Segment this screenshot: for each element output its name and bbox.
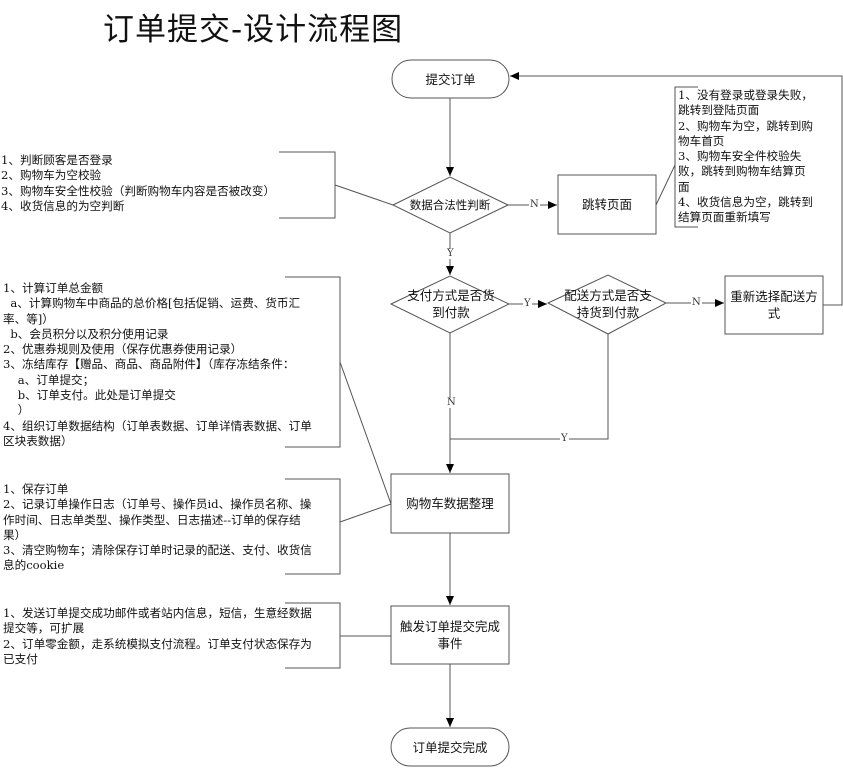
note-bracket-redirect xyxy=(674,86,698,228)
edge-ship-cart xyxy=(450,334,609,440)
node-start: 提交订单 xyxy=(425,71,476,87)
node-pay-cod: 支付方式是否货到付款 xyxy=(407,288,495,320)
edge-label-ship-no: N xyxy=(691,297,702,308)
note-connector-save xyxy=(339,503,392,523)
end-terminal xyxy=(390,727,510,767)
note-validate: 1、判断顾客是否登录 2、购物车为空校验 3、购物车安全性校验（判断购物车内容是… xyxy=(1,153,276,213)
edge-reselect-start xyxy=(510,72,843,306)
node-end: 订单提交完成 xyxy=(412,739,488,755)
note-notify: 1、发送订单提交成功邮件或者站内信息，短信，生意经数据 提交等，可扩展 2、订单… xyxy=(3,606,312,666)
node-cart-data: 购物车数据整理 xyxy=(406,496,494,511)
node-ship-cod: 配送方式是否支持货到付款 xyxy=(564,288,652,320)
edge-label-validate-yes: Y xyxy=(446,248,455,259)
edge-label-pay-yes: Y xyxy=(523,298,532,309)
node-trigger-event: 触发订单提交完成事件 xyxy=(399,619,500,651)
node-validate: 数据合法性判断 xyxy=(409,197,491,212)
note-connector-calc xyxy=(339,361,392,505)
node-redirect: 跳转页面 xyxy=(581,197,632,212)
edge-label-ship-yes: Y xyxy=(560,433,569,444)
edge-label-validate-no: N xyxy=(529,199,540,210)
note-connector-redirect xyxy=(655,164,676,206)
edge-label-pay-no: N xyxy=(446,397,457,408)
note-connector-validate xyxy=(334,184,394,206)
note-calc: 1、计算订单总金额 a、计算购物车中商品的总价格[包括促销、运费、货币汇 率、等… xyxy=(3,281,312,448)
node-reselect: 重新选择配送方式 xyxy=(730,289,818,321)
note-bracket-save xyxy=(285,478,341,575)
diagram-title: 订单提交-设计流程图 xyxy=(103,12,404,48)
note-redirect: 1、没有登录或登录失败， 跳转到登陆页面 2、购物车为空，跳转到购 物车首页 3… xyxy=(678,88,813,225)
note-save: 1、保存订单 2、记录订单操作日志（订单号、操作员id、操作员名称、操 作时间、… xyxy=(3,482,312,573)
